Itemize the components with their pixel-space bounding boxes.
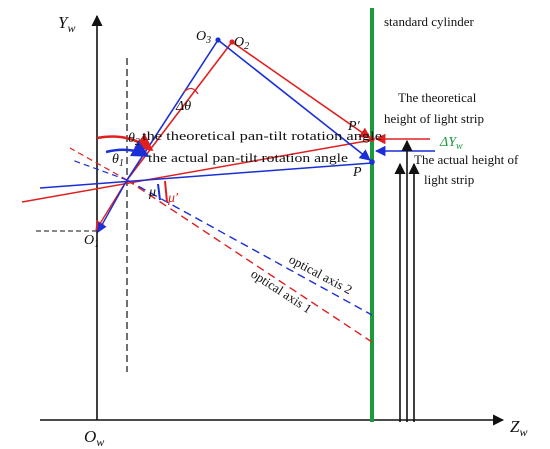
optical-axis-1-line <box>126 179 373 343</box>
theta1-label: θ1 <box>112 152 124 169</box>
p-prime-label: P′ <box>347 119 361 134</box>
o1-label: O1 <box>84 233 99 250</box>
theoretical-height-label-1: The theoretical <box>398 90 477 105</box>
o1-blue-vector <box>97 179 128 233</box>
red-arm-upper <box>231 41 371 139</box>
p-prime-point <box>369 136 375 142</box>
o3-label: O3 <box>196 29 211 46</box>
o2-label: O2 <box>234 35 249 52</box>
p-point <box>369 159 375 165</box>
mu-label: μ <box>148 185 156 200</box>
standard-cylinder-label: standard cylinder <box>384 14 475 29</box>
theta1-arc <box>105 140 150 158</box>
mu-prime-label: μ′ <box>167 191 179 206</box>
blue-solid-line <box>39 162 373 189</box>
actual-height-label-2: light strip <box>424 172 474 187</box>
origin-label: Ow <box>84 427 104 449</box>
delta-y-label: ΔYw <box>439 135 463 152</box>
mu-prime-mark <box>164 180 168 203</box>
o2-point <box>229 39 235 45</box>
theoretical-height-label-2: height of light strip <box>384 111 484 126</box>
red-solid-line <box>21 139 373 203</box>
blue-arm-upper <box>217 39 371 161</box>
p-label: P <box>352 165 362 180</box>
actual-height-label-1: The actual height of <box>414 152 519 167</box>
o3-point <box>215 37 221 43</box>
optical-axis-2-line <box>126 179 373 316</box>
mu-mark <box>157 183 161 201</box>
z-axis-label: Zw <box>510 417 527 439</box>
theta2-label: θ2 <box>128 131 140 148</box>
red-arm-lower <box>126 41 233 181</box>
delta-theta-label: Δθ <box>175 99 191 114</box>
actual-rotation-label: the actual pan-tilt rotation angle <box>148 150 348 165</box>
y-axis-label: Yw <box>58 13 75 35</box>
optical-axis-2-label: optical axis 2 <box>287 251 355 297</box>
theoretical-rotation-label: the theoretical pan-tilt rotation angle <box>142 128 382 143</box>
delta-theta-arc <box>183 87 199 95</box>
red-dashed-back <box>69 147 128 181</box>
